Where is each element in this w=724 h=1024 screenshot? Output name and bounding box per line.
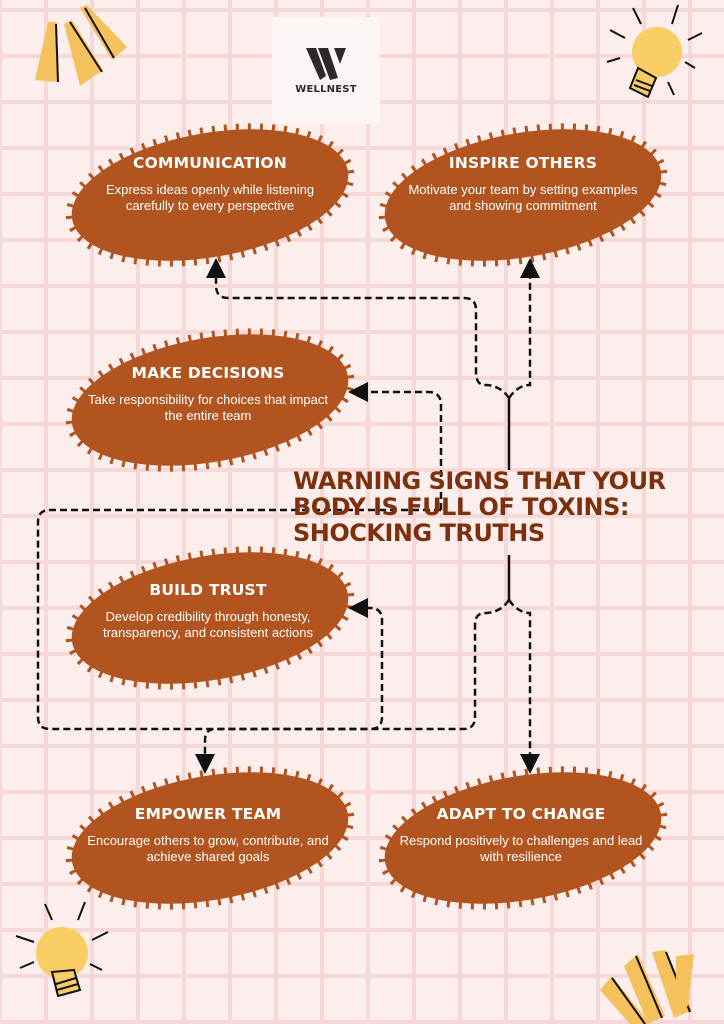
card-body: Respond positively to challenges and lea…: [399, 833, 643, 864]
card-body: Take responsibility for choices that imp…: [88, 392, 328, 423]
page-title: WARNING SIGNS THAT YOUR BODY IS FULL OF …: [293, 467, 666, 547]
card-heading: EMPOWER TEAM: [134, 805, 282, 823]
connectors: [36, 258, 540, 774]
blob: [65, 766, 355, 910]
card-build-trust: BUILD TRUST Develop credibility through …: [83, 581, 333, 641]
card-adapt-to-change: ADAPT TO CHANGE Respond positively to ch…: [396, 805, 646, 865]
card-communication: COMMUNICATION Express ideas openly while…: [85, 154, 335, 214]
card-heading: MAKE DECISIONS: [131, 364, 285, 382]
blob: [378, 766, 668, 910]
lightbulb-icon: [15, 901, 109, 998]
blob: [65, 546, 355, 690]
card-empower-team: EMPOWER TEAM Encourage others to grow, c…: [83, 805, 333, 865]
card-blobs: [65, 123, 668, 910]
brand-logo: WELLNEST: [272, 17, 380, 124]
card-heading: BUILD TRUST: [149, 581, 267, 599]
brand-name: WELLNEST: [295, 84, 357, 95]
blob: [378, 123, 668, 267]
card-heading: COMMUNICATION: [133, 154, 287, 172]
lightbulb-icon: [606, 4, 703, 99]
card-body: Encourage others to grow, contribute, an…: [87, 833, 329, 864]
card-inspire-others: INSPIRE OTHERS Motivate your team by set…: [398, 154, 648, 214]
wellnest-logo-icon: [306, 48, 346, 80]
card-heading: INSPIRE OTHERS: [448, 154, 598, 172]
card-body: Motivate your team by setting examples a…: [408, 182, 638, 213]
card-body: Develop credibility through honesty, tra…: [102, 609, 314, 640]
card-body: Express ideas openly while listening car…: [105, 182, 315, 213]
rays-icon: [600, 950, 694, 1024]
blob: [65, 123, 355, 267]
card-heading: ADAPT TO CHANGE: [436, 805, 606, 823]
rays-icon: [35, 5, 127, 86]
card-make-decisions: MAKE DECISIONS Take responsibility for c…: [83, 364, 333, 424]
